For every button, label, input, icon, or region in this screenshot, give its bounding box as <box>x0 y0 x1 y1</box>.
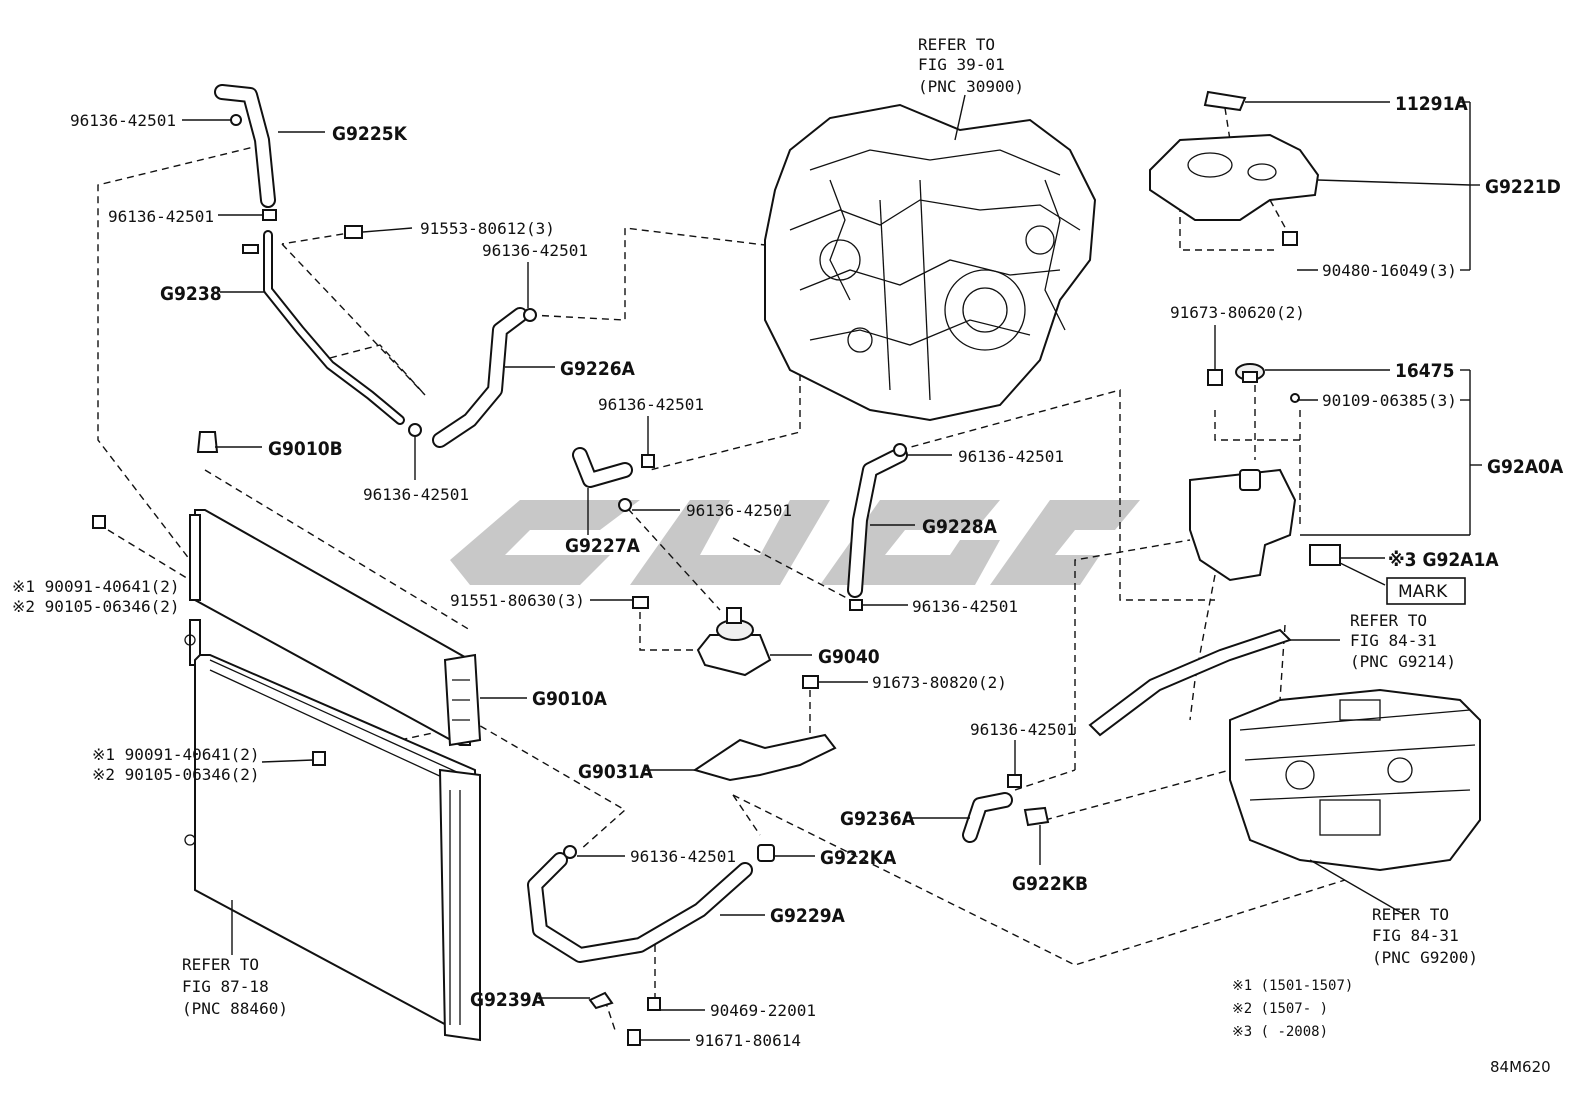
label-91673-80620: 91673-80620(2) <box>1170 303 1305 322</box>
mark-label: MARK <box>1398 582 1448 602</box>
label-90105-b: ※2 90105-06346(2) <box>92 765 260 784</box>
hose-g9228a <box>847 447 908 598</box>
hose-g9226a <box>432 307 528 448</box>
label-g9236a: G9236A <box>840 808 916 830</box>
label-90469: 90469-22001 <box>710 1001 816 1020</box>
label-g9221d: G9221D <box>1485 176 1561 198</box>
note-3: ※3 ( -2008) <box>1232 1024 1328 1040</box>
ref-line-2: FIG 84-31 <box>1350 631 1437 650</box>
label-g922ka: G922KA <box>820 847 897 869</box>
hose-g9236a <box>962 792 1013 843</box>
label-g9227a: G9227A <box>565 535 641 557</box>
pipe-g9238 <box>242 230 405 425</box>
transmission-assembly <box>764 103 1097 422</box>
label-90105-a: ※2 90105-06346(2) <box>12 597 180 616</box>
label-g9040: G9040 <box>818 646 880 668</box>
note-1: ※1 (1501-1507) <box>1232 978 1353 994</box>
label-g9225k: G9225K <box>332 123 408 145</box>
ref-line-2: FIG 39-01 <box>918 55 1005 74</box>
label-g92a0a: G92A0A <box>1487 456 1564 478</box>
label-clamp: 96136-42501 <box>108 207 214 226</box>
ref-line-2: FIG 84-31 <box>1372 926 1459 945</box>
bracket-g9239a <box>588 991 614 1010</box>
ref-line-3: (PNC G9200) <box>1372 948 1478 967</box>
radiator-assembly <box>184 509 482 1042</box>
label-clamp: 96136-42501 <box>630 847 736 866</box>
clamps-bolts <box>92 114 1300 1046</box>
label-g9228a: G9228A <box>922 516 998 538</box>
label-90109: 90109-06385(3) <box>1322 391 1457 410</box>
ref-line-2: FIG 87-18 <box>182 977 269 996</box>
label-g92a1a: ※3 G92A1A <box>1388 549 1499 571</box>
note-2: ※2 (1507- ) <box>1232 1001 1328 1017</box>
fitting-g922kb <box>1023 806 1050 827</box>
label-90091-a: ※1 90091-40641(2) <box>12 577 180 596</box>
leader-lines <box>182 101 1482 1041</box>
label-g9010b: G9010B <box>268 438 343 460</box>
label-91553: 91553-80612(3) <box>420 219 555 238</box>
label-g9239a: G9239A <box>470 989 546 1011</box>
label-clamp: 96136-42501 <box>70 111 176 130</box>
label-clamp: 96136-42501 <box>958 447 1064 466</box>
label-clamp: 96136-42501 <box>686 501 792 520</box>
applicability-notes: ※1 (1501-1507) ※2 (1507- ) ※3 ( -2008) <box>1232 978 1353 1040</box>
label-90480: 90480-16049(3) <box>1322 261 1457 280</box>
hose-g9225k <box>214 84 276 208</box>
label-clamp: 96136-42501 <box>970 720 1076 739</box>
label-clamp: 96136-42501 <box>363 485 469 504</box>
ref-line-1: REFER TO <box>1350 611 1427 630</box>
ref-line-3: (PNC 30900) <box>918 77 1024 96</box>
label-16475: 16475 <box>1395 360 1454 382</box>
ref-line-1: REFER TO <box>182 955 259 974</box>
hose-g9227a <box>572 447 633 488</box>
ref-line-1: REFER TO <box>1372 905 1449 924</box>
inverter-assembly <box>1229 688 1481 872</box>
hose-g9229a <box>527 852 753 963</box>
label-clamp: 96136-42501 <box>482 241 588 260</box>
water-pump-g9040 <box>696 607 772 677</box>
label-g9229a: G9229A <box>770 905 846 927</box>
fitting-g922ka <box>757 844 775 862</box>
reference-fig-87-18: REFER TO FIG 87-18 (PNC 88460) <box>182 955 288 1018</box>
label-91671: 91671-80614 <box>695 1031 801 1050</box>
reference-fig-84-31-g9214: REFER TO FIG 84-31 (PNC G9214) <box>1350 611 1456 671</box>
diagram-id: 84M620 <box>1490 1058 1551 1076</box>
reference-fig-39-01: REFER TO FIG 39-01 (PNC 30900) <box>918 35 1024 96</box>
label-91673-80820: 91673-80820(2) <box>872 673 1007 692</box>
label-91551: 91551-80630(3) <box>450 591 585 610</box>
label-90091-b: ※1 90091-40641(2) <box>92 745 260 764</box>
label-g9238: G9238 <box>160 283 222 305</box>
mark-box: MARK <box>1386 577 1466 605</box>
ref-line-3: (PNC 88460) <box>182 999 288 1018</box>
bracket-g9031a <box>692 733 837 782</box>
label-11291a: 11291A <box>1395 93 1468 115</box>
label-clamp: 96136-42501 <box>598 395 704 414</box>
watermark-logo <box>450 500 1140 585</box>
cover-g9221d <box>1149 90 1320 221</box>
reference-fig-84-31-g9200: REFER TO FIG 84-31 (PNC G9200) <box>1372 905 1478 967</box>
ref-line-3: (PNC G9214) <box>1350 652 1456 671</box>
label-g9010a: G9010A <box>532 688 608 710</box>
reservoir-g92a0a <box>1189 363 1341 582</box>
ref-line-1: REFER TO <box>918 35 995 54</box>
label-g9031a: G9031A <box>578 761 654 783</box>
cap-g9010b <box>196 431 219 453</box>
label-clamp: 96136-42501 <box>912 597 1018 616</box>
label-g9226a: G9226A <box>560 358 636 380</box>
label-g922kb: G922KB <box>1012 873 1088 895</box>
